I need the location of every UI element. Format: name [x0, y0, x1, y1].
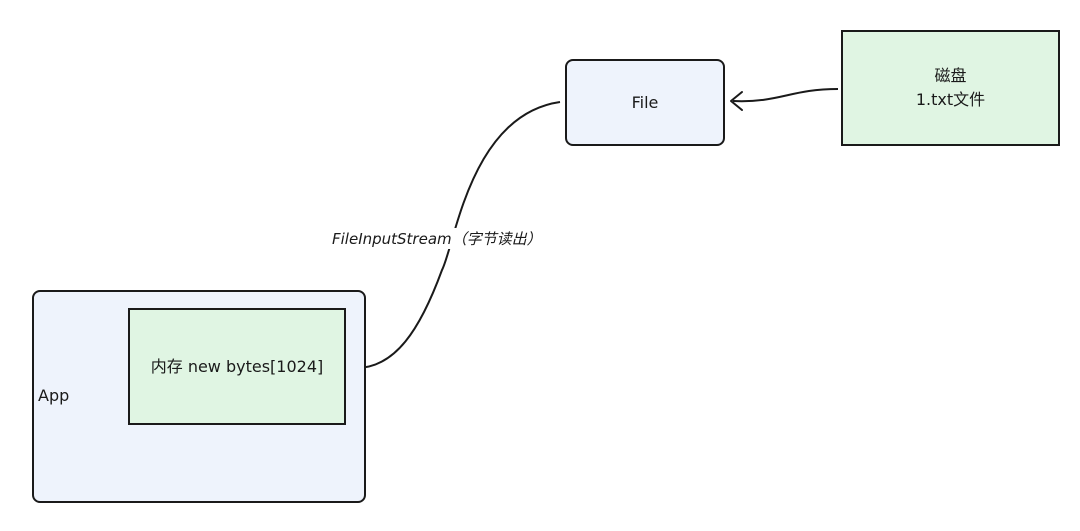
app-node-label: App	[38, 386, 70, 405]
arrowhead-file	[730, 91, 743, 111]
edge-file-to-memory	[355, 101, 561, 369]
edge-disk-to-file	[732, 88, 839, 103]
edge-label-fileinputstream: FileInputStream（字节读出）	[330, 228, 544, 249]
disk-node[interactable]: 磁盘 1.txt文件	[841, 30, 1060, 146]
disk-node-line2: 1.txt文件	[915, 90, 986, 109]
disk-node-line1: 磁盘	[934, 66, 967, 85]
file-node-label: File	[631, 92, 659, 112]
memory-node[interactable]: 内存 new bytes[1024]	[128, 308, 346, 425]
file-node[interactable]: File	[565, 59, 725, 146]
memory-node-label: 内存 new bytes[1024]	[150, 356, 324, 376]
